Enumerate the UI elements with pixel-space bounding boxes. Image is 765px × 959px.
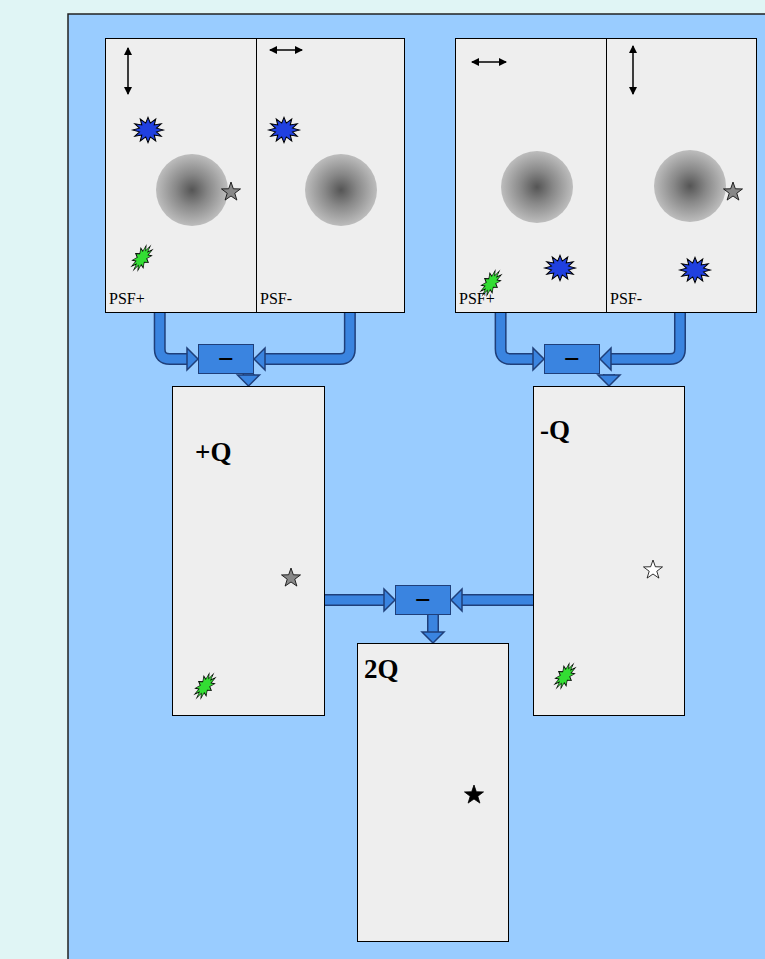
stokes-label: +Q xyxy=(195,437,231,467)
panel-fill xyxy=(455,38,757,313)
polarization-arrow xyxy=(270,49,302,51)
green-source xyxy=(550,660,579,693)
arrow-head xyxy=(254,348,265,370)
arrow-shaft xyxy=(265,313,350,359)
arrow-head xyxy=(238,375,260,386)
flow-arrow xyxy=(254,313,350,370)
arrow-shaft xyxy=(611,313,680,359)
grey-star xyxy=(221,182,240,200)
arrow-head xyxy=(598,375,620,386)
panel-label: PSF- xyxy=(610,290,642,308)
arrow-shaft xyxy=(462,596,533,605)
psf-disc xyxy=(654,150,726,222)
psf-disc xyxy=(501,151,573,223)
flow-arrow xyxy=(501,313,544,370)
flow-arrow xyxy=(598,374,620,386)
image-panel: PSF+ xyxy=(105,38,257,313)
arrow-outline xyxy=(325,594,384,606)
flow-arrow xyxy=(451,589,533,611)
image-panel: PSF+ xyxy=(455,38,607,313)
stokes-label: -Q xyxy=(540,415,570,445)
green-source xyxy=(127,242,156,275)
arrow-shaft xyxy=(325,596,384,605)
arrow-head xyxy=(600,348,611,370)
result-panel: -Q xyxy=(533,386,685,716)
panel-fill xyxy=(172,386,325,716)
blue-source xyxy=(545,255,576,280)
arrow-shaft xyxy=(501,313,533,359)
panel-label: PSF- xyxy=(260,290,292,308)
psf-disc xyxy=(156,154,228,226)
green-source xyxy=(190,670,219,703)
blue-source xyxy=(680,257,711,282)
minus-sign: − xyxy=(218,347,234,371)
arrow-head xyxy=(422,632,444,643)
white-star xyxy=(643,560,662,578)
arrow-outline xyxy=(427,615,439,632)
arrow-outline xyxy=(501,313,533,359)
polarization-arrow xyxy=(472,61,506,63)
subtract-box: − xyxy=(544,344,600,374)
panel-fill xyxy=(357,643,509,942)
image-panel: PSF- xyxy=(606,38,757,313)
subtract-box: − xyxy=(395,585,451,615)
minus-sign: − xyxy=(415,588,431,612)
psf-disc xyxy=(305,154,377,226)
image-panel: PSF- xyxy=(256,38,405,313)
grey-star xyxy=(281,568,300,586)
minus-sign: − xyxy=(564,347,580,371)
flow-arrow xyxy=(422,615,444,643)
blue-source xyxy=(269,117,300,142)
flow-arrow xyxy=(238,374,260,386)
stokes-label: 2Q xyxy=(364,654,399,684)
flow-arrow xyxy=(600,313,680,370)
arrow-outline xyxy=(265,313,350,359)
arrow-outline xyxy=(462,594,533,606)
subtract-box: − xyxy=(198,344,254,374)
blue-source xyxy=(133,117,164,142)
arrow-head xyxy=(384,589,395,611)
black-star xyxy=(464,785,483,803)
polarization-arrow xyxy=(127,48,129,94)
panel-fill xyxy=(533,386,685,716)
flow-arrow xyxy=(325,589,395,611)
blue-panel xyxy=(68,14,765,959)
panel-fill xyxy=(105,38,405,313)
arrow-head xyxy=(533,348,544,370)
arrow-shaft xyxy=(429,615,438,632)
arrow-shaft xyxy=(160,313,187,359)
arrow-outline xyxy=(611,313,680,359)
result-panel: 2Q xyxy=(357,643,509,942)
result-panel: +Q xyxy=(172,386,325,716)
arrow-head xyxy=(451,589,462,611)
panel-label: PSF+ xyxy=(459,290,495,308)
arrow-head xyxy=(187,348,198,370)
flow-arrow xyxy=(160,313,198,370)
polarization-arrow xyxy=(632,46,634,94)
arrow-outline xyxy=(160,313,187,359)
panel-label: PSF+ xyxy=(109,290,145,308)
grey-star xyxy=(723,182,742,200)
